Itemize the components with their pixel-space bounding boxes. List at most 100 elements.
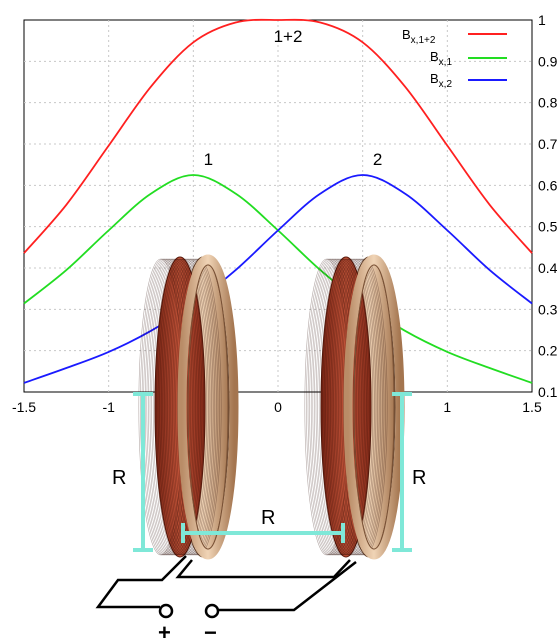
radius-label-left: R (112, 467, 126, 489)
legend: Bx,1+2 Bx,1 Bx,2 (402, 27, 507, 90)
legend-coil1-sub: x,1 (439, 57, 453, 68)
legend-coil2-sub: x,2 (439, 79, 453, 90)
winding-turn (167, 258, 212, 556)
winding-turn (168, 258, 214, 556)
coil-1-frame-front (177, 254, 239, 560)
y-tick-label: 0.1 (538, 384, 558, 400)
legend-total-sub: x,1+2 (411, 35, 436, 46)
x-tick-label: 0 (274, 399, 282, 415)
y-tick-label: 0.6 (538, 177, 558, 193)
winding-turn (154, 258, 200, 556)
series-line-3 (23, 174, 533, 384)
wire-coil1-to-plus (95, 555, 187, 609)
winding-turn (339, 258, 385, 556)
legend-coil2-name: B (430, 71, 439, 86)
legend-entry-coil1: Bx,1 (430, 49, 507, 68)
winding-turn (151, 258, 196, 556)
minus-sign: − (204, 620, 217, 640)
coil-2-turns (304, 258, 388, 556)
wire-coil1-to-coil2 (175, 559, 351, 579)
wiring (95, 555, 357, 619)
x-tick-label: -1.5 (12, 399, 36, 415)
winding-turn (148, 258, 193, 556)
winding-turn (159, 258, 204, 556)
y-tick-label: 0.8 (538, 95, 558, 111)
legend-total-name: B (402, 27, 411, 42)
svg-text:Bx,2: Bx,2 (430, 71, 452, 90)
winding-turn (341, 258, 386, 556)
winding-turn (331, 258, 377, 556)
winding-turn (317, 258, 362, 556)
plot-area: -1.5-1-0.500.511.5 0.10.20.30.40.50.60.7… (12, 12, 558, 415)
svg-text:Bx,1: Bx,1 (430, 49, 452, 68)
winding-turn (173, 258, 219, 556)
y-tick-label: 1 (538, 12, 546, 28)
winding-turn (326, 258, 372, 556)
winding-turn (315, 258, 361, 556)
x-tick-label: -1 (102, 399, 115, 415)
svg-text:Bx,1+2: Bx,1+2 (402, 27, 436, 46)
terminal-minus (204, 603, 220, 619)
winding-turn (333, 258, 378, 556)
winding-turn (314, 258, 359, 556)
winding-turn (342, 258, 388, 556)
curve-label-3: 2 (373, 150, 382, 169)
field-curves (23, 18, 533, 384)
winding-turn (325, 258, 370, 556)
curve-label-1: 1+2 (274, 27, 303, 46)
wire-coil2-to-minus (218, 561, 357, 612)
winding-turn (156, 258, 201, 556)
winding-turn (338, 258, 383, 556)
winding-turn (172, 258, 217, 556)
curve-labels: 1+2 1 2 (204, 27, 383, 169)
legend-entry-total: Bx,1+2 (402, 27, 507, 46)
winding-turn (334, 258, 380, 556)
winding-turn (322, 258, 367, 556)
winding-turn (310, 258, 356, 556)
dimension-markers (133, 392, 412, 552)
winding-turn (328, 258, 374, 556)
winding-turn (170, 258, 216, 556)
winding-turn (162, 258, 208, 556)
winding-turn (146, 258, 192, 556)
y-tick-label: 0.5 (538, 219, 558, 235)
coil-1-inner (187, 264, 229, 550)
winding-turn (323, 258, 369, 556)
winding-turn (312, 258, 358, 556)
winding-turn (160, 258, 206, 556)
winding-turn (164, 258, 209, 556)
plus-sign: + (158, 620, 171, 640)
y-tick-label: 0.4 (538, 260, 558, 276)
x-tick-label: 1.5 (522, 399, 542, 415)
series-line-1 (23, 18, 533, 254)
curve-label-2: 1 (204, 150, 213, 169)
y-tick-label: 0.7 (538, 136, 558, 152)
y-tick-label: 0.2 (538, 343, 558, 359)
coil-1 (138, 254, 239, 560)
winding-turn (320, 258, 366, 556)
winding-turn (157, 258, 203, 556)
y-tick-label: 0.9 (538, 53, 558, 69)
winding-turn (318, 258, 364, 556)
legend-coil1-name: B (430, 49, 439, 64)
radius-label-right: R (412, 467, 426, 489)
coil-1-turns (138, 258, 222, 556)
winding-turn (149, 258, 195, 556)
winding-turn (176, 258, 222, 556)
winding-turn (144, 258, 190, 556)
winding-turn (330, 258, 375, 556)
winding-turn (152, 258, 198, 556)
terminal-plus (158, 603, 174, 619)
winding-turn (175, 258, 220, 556)
separation-label: R (261, 507, 275, 529)
legend-entry-coil2: Bx,2 (430, 71, 507, 90)
winding-turn (165, 258, 211, 556)
x-tick-labels: -1.5-1-0.500.511.5 (12, 399, 542, 415)
y-tick-label: 0.3 (538, 301, 558, 317)
coil-2-inner (353, 264, 395, 550)
coil-2 (304, 254, 405, 560)
x-tick-label: 1 (443, 399, 451, 415)
y-tick-labels: 0.1 0.2 0.3 0.4 0.5 0.6 0.7 0.8 0.9 1 (538, 12, 558, 400)
winding-turn (336, 258, 382, 556)
